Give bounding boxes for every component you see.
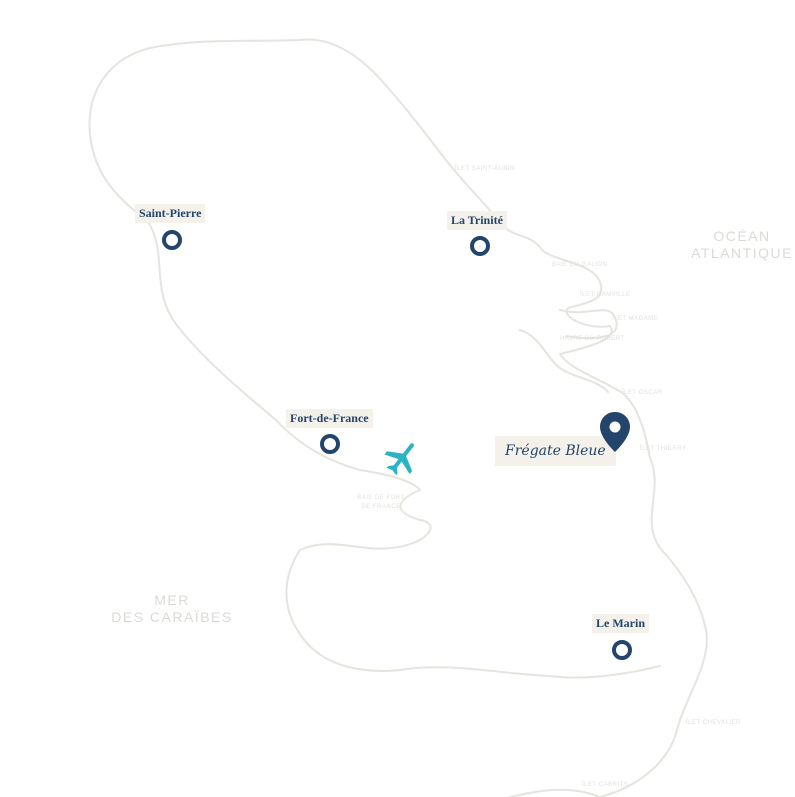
coast-label: ÎLET RAMVILLE (580, 292, 631, 298)
city-marker-la-trinite[interactable] (470, 236, 490, 256)
city-marker-saint-pierre[interactable] (162, 230, 182, 250)
coast-label: BAIE DE FORT DE FRANCE (357, 495, 405, 510)
city-label-saint-pierre: Saint-Pierre (135, 204, 206, 223)
caribbean-line2: DES CARAÏBES (111, 609, 233, 625)
coast-label: BAIE DU GALION (552, 262, 608, 268)
city-marker-le-marin[interactable] (612, 640, 632, 660)
hotel-label-fregate-bleue[interactable]: Frégate Bleue (495, 436, 616, 466)
coast-label: HAVRE DU ROBERT (560, 336, 625, 342)
map-pin-icon[interactable] (598, 410, 632, 459)
atlantic-line1: OCÉAN (713, 228, 771, 244)
coast-label: ÎLET THIERRY (640, 446, 687, 452)
coast-label: ÎLET MADAME (612, 316, 659, 322)
caribbean-sea-label: MER DES CARAÏBES (106, 592, 238, 626)
atlantic-ocean-label: OCÉAN ATLANTIQUE (690, 228, 794, 262)
city-label-fort-de-france: Fort-de-France (286, 409, 373, 428)
coast-label: ÎLET SAINT-AUBIN (455, 166, 515, 172)
airplane-icon[interactable] (380, 438, 424, 483)
city-label-la-trinite: La Trinité (447, 211, 507, 230)
caribbean-line1: MER (154, 592, 190, 608)
coast-label: ÎLET OSCAR (622, 390, 663, 396)
coast-label: ÎLET CHEVALIER (686, 720, 741, 726)
city-label-le-marin: Le Marin (592, 614, 649, 633)
coast-label: ÎLET CABRITS (582, 782, 629, 788)
city-marker-fort-de-france[interactable] (320, 434, 340, 454)
atlantic-line2: ATLANTIQUE (691, 245, 793, 261)
